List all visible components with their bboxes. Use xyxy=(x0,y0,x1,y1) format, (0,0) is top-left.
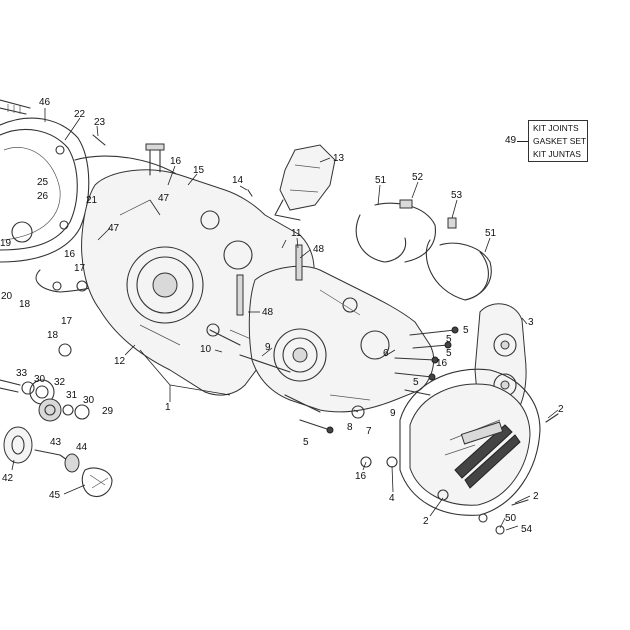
bracket-13 xyxy=(274,144,336,221)
callout-6: 6 xyxy=(383,348,389,359)
kit-leader-line xyxy=(517,141,528,142)
callout-11: 11 xyxy=(291,228,302,239)
callout-48: 48 xyxy=(313,244,325,255)
callout-3: 3 xyxy=(528,317,534,328)
callout-17: 17 xyxy=(61,316,73,327)
callout-9: 9 xyxy=(265,342,271,353)
callout-8: 8 xyxy=(347,422,353,433)
clutch-cover xyxy=(0,99,90,263)
callout-16: 16 xyxy=(170,156,182,167)
callout-18: 18 xyxy=(47,330,59,341)
callout-13: 13 xyxy=(333,153,345,164)
leader-lines xyxy=(11,108,559,531)
callout-5: 5 xyxy=(446,334,452,345)
small-fasteners xyxy=(52,134,559,535)
callout-44: 44 xyxy=(76,442,88,453)
callout-2: 2 xyxy=(423,516,429,527)
callout-5: 5 xyxy=(413,377,419,388)
callout-31: 31 xyxy=(66,390,78,401)
callout-18: 18 xyxy=(19,299,31,310)
callout-2: 2 xyxy=(558,404,564,415)
callout-26: 26 xyxy=(37,191,49,202)
callout-54: 54 xyxy=(521,524,533,535)
right-crankcase-half xyxy=(248,265,435,413)
callout-19: 19 xyxy=(0,238,12,249)
callout-43: 43 xyxy=(50,437,62,448)
kit-line-en: KIT JOINTS xyxy=(533,123,579,133)
callout-42: 42 xyxy=(2,473,14,484)
callout-16: 16 xyxy=(64,249,76,260)
callout-12: 12 xyxy=(114,356,126,367)
callout-45: 45 xyxy=(49,490,61,501)
hose-clamps xyxy=(355,199,492,301)
callout-15: 15 xyxy=(193,165,205,176)
callout-52: 52 xyxy=(412,172,424,183)
callout-16: 16 xyxy=(355,471,367,482)
callout-21: 21 xyxy=(86,195,98,206)
callout-labels: 46 22 23 16 15 13 14 25 26 21 47 47 51 5… xyxy=(0,97,564,535)
callout-5: 5 xyxy=(303,437,309,448)
kit-line-en2: GASKET SET xyxy=(533,136,587,146)
callout-46: 46 xyxy=(39,97,51,108)
callout-17: 17 xyxy=(74,263,86,274)
callout-32: 32 xyxy=(54,377,66,388)
callout-33: 33 xyxy=(16,368,28,379)
callout-10: 10 xyxy=(200,344,212,355)
callout-22: 22 xyxy=(74,109,86,120)
callout-48: 48 xyxy=(262,307,274,318)
callout-47: 47 xyxy=(158,193,170,204)
callout-49: 49 xyxy=(505,135,517,146)
callout-7: 7 xyxy=(366,426,372,437)
callout-5: 5 xyxy=(446,348,452,359)
callout-25: 25 xyxy=(37,177,49,188)
callout-23: 23 xyxy=(94,117,106,128)
callout-5: 5 xyxy=(463,325,469,336)
callout-53: 53 xyxy=(451,190,463,201)
callout-1: 1 xyxy=(165,402,171,413)
callout-30: 30 xyxy=(34,374,46,385)
crankcase-bolts xyxy=(209,244,459,434)
callout-51: 51 xyxy=(485,228,497,239)
gasket-kit-box: KIT JOINTS GASKET SET KIT JUNTAS xyxy=(528,120,588,162)
callout-4: 4 xyxy=(389,493,395,504)
callout-16: 16 xyxy=(436,358,448,369)
callout-51: 51 xyxy=(375,175,387,186)
lower-left-parts xyxy=(0,379,113,498)
callout-50: 50 xyxy=(505,513,517,524)
callout-30: 30 xyxy=(83,395,95,406)
kit-line-es: KIT JUNTAS xyxy=(533,149,581,159)
callout-29: 29 xyxy=(102,406,114,417)
callout-14: 14 xyxy=(232,175,244,186)
callout-20: 20 xyxy=(1,291,13,302)
callout-47: 47 xyxy=(108,223,120,234)
callout-9: 9 xyxy=(390,408,396,419)
callout-2: 2 xyxy=(533,491,539,502)
